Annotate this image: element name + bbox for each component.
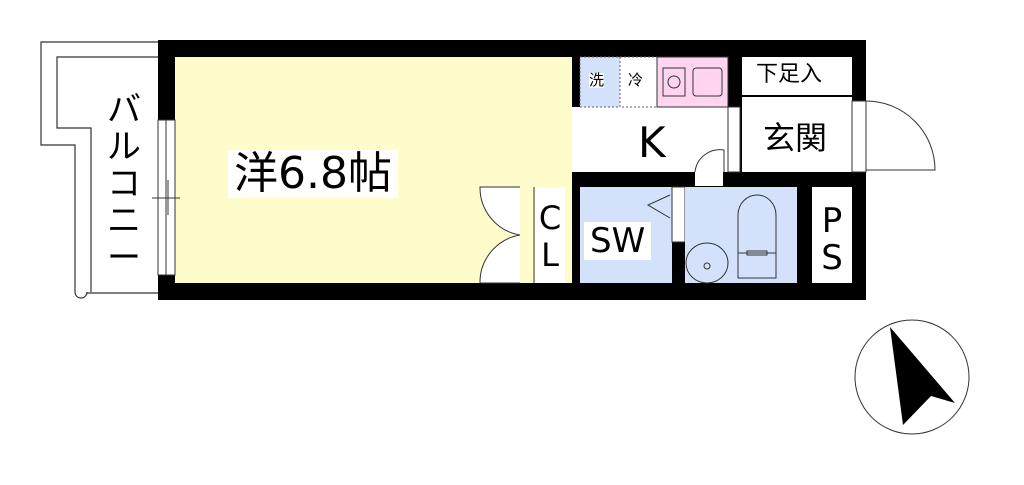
western-room-label: 洋6.8帖 bbox=[228, 150, 398, 198]
shoe-storage bbox=[742, 57, 852, 95]
balcony-outline bbox=[40, 41, 158, 299]
washroom-label: SW bbox=[584, 222, 652, 260]
pipe-space-char: P bbox=[821, 201, 843, 241]
shoe-storage-label: 下足入 bbox=[756, 62, 823, 87]
basin-drain bbox=[703, 262, 711, 270]
burner-icon bbox=[667, 75, 681, 89]
door-swing bbox=[865, 100, 936, 171]
kitchen-label: K bbox=[638, 118, 666, 167]
sink bbox=[692, 67, 723, 97]
closet-door-swing bbox=[479, 186, 521, 284]
balcony-char: ル bbox=[107, 127, 141, 167]
fridge-label: 冷 bbox=[628, 71, 644, 89]
closet-char: L bbox=[541, 236, 559, 274]
pipe-space-label: P S bbox=[814, 203, 850, 277]
toilet-icon bbox=[737, 194, 777, 279]
washer-label: 洗 bbox=[589, 71, 605, 89]
balcony-char: ー bbox=[107, 238, 141, 278]
closet bbox=[535, 187, 565, 283]
toilet-room bbox=[685, 187, 797, 283]
balcony-char: バ bbox=[107, 90, 141, 130]
pipe-space-char: S bbox=[821, 238, 843, 278]
toilet-doorway bbox=[695, 172, 723, 186]
toilet-door-swing bbox=[694, 149, 725, 173]
entrance-label: 玄関 bbox=[763, 119, 828, 157]
front-door bbox=[851, 100, 867, 173]
balcony-char: ニ bbox=[107, 201, 141, 241]
washroom-partition bbox=[671, 186, 686, 243]
balcony-label: バ ル コ ニ ー bbox=[107, 90, 141, 278]
entrance-step bbox=[727, 106, 741, 173]
burner-frame bbox=[662, 67, 686, 97]
closet-label: C L bbox=[537, 200, 563, 274]
north-arrow-icon bbox=[890, 327, 955, 425]
balcony-char: コ bbox=[107, 164, 141, 204]
entrance-floor bbox=[742, 97, 852, 172]
closet-char: C bbox=[538, 199, 562, 237]
wash-basin bbox=[685, 242, 729, 284]
pipe-space bbox=[812, 187, 852, 283]
fridge-space bbox=[619, 56, 658, 108]
washroom-door-mark bbox=[646, 194, 671, 219]
toilet-seat bbox=[746, 250, 768, 256]
